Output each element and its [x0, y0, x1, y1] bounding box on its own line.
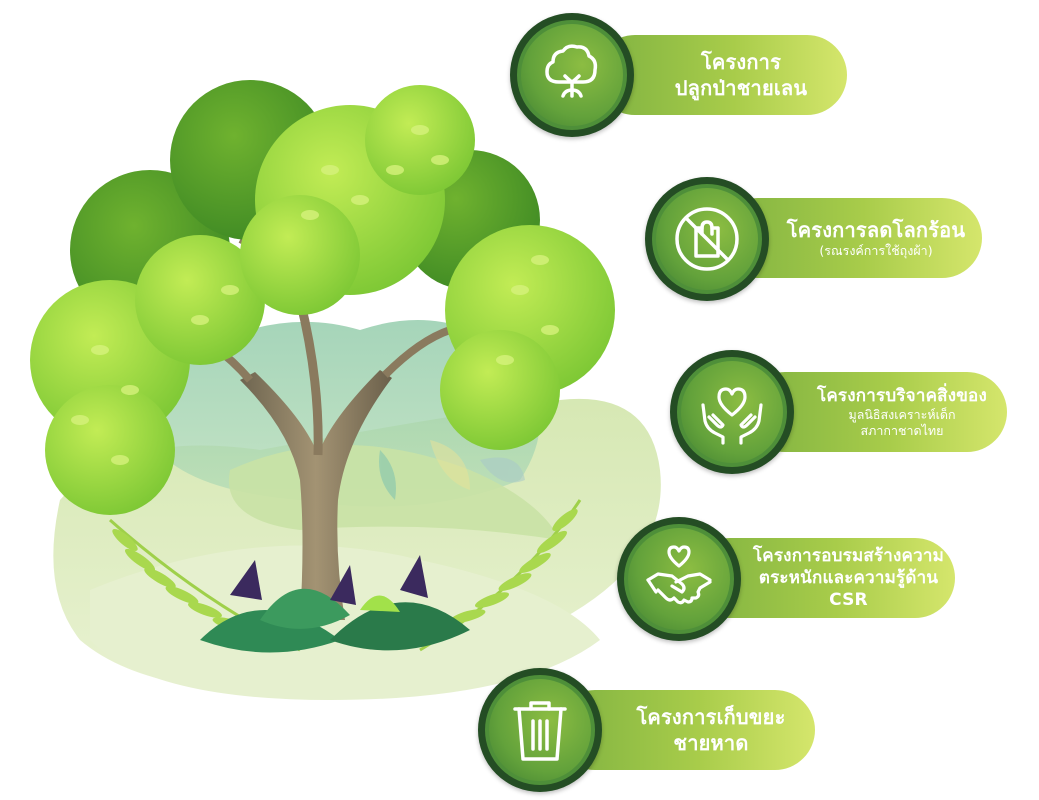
leaf-highlights — [71, 125, 559, 465]
hands-heart-icon — [701, 387, 763, 445]
project-title: โครงการบริจาคสิ่งของ — [817, 386, 987, 406]
tree-canopy — [30, 80, 615, 515]
project-subtitle: ตระหนักและความรู้ด้าน CSR — [758, 568, 939, 610]
project-subtitle: ปลูกป่าชายเลน — [674, 76, 808, 100]
no-plastic-bag-icon — [675, 207, 739, 271]
project-subtitle: มูลนิธิสงเคราะห์เด็ก — [848, 407, 956, 422]
project-subtitle-2: สภากาชาดไทย — [860, 423, 944, 438]
project-pill: โครงการ ปลูกป่าชายเลน — [595, 35, 847, 115]
ground-plants — [200, 555, 470, 653]
project-title: โครงการเก็บขยะ — [636, 705, 786, 729]
background-plants — [379, 440, 525, 500]
project-subtitle: (รณรงค์การใช้ถุงผ้า) — [819, 243, 933, 258]
tree-icon — [545, 44, 598, 98]
project-subtitle: ชายหาด — [673, 731, 749, 755]
project-title: โครงการ — [700, 50, 782, 74]
project-badge — [617, 517, 741, 641]
handshake-heart-icon — [646, 545, 712, 605]
project-badge — [670, 350, 794, 474]
project-title: โครงการอบรมสร้างความ — [752, 546, 945, 566]
project-badge — [478, 668, 602, 792]
project-pill: โครงการบริจาคสิ่งของ มูลนิธิสงเคราะห์เด็… — [745, 372, 1007, 452]
project-badge — [645, 177, 769, 301]
project-title: โครงการลดโลกร้อน — [786, 218, 966, 242]
project-badge — [510, 13, 634, 137]
trash-bin-icon — [513, 701, 567, 761]
